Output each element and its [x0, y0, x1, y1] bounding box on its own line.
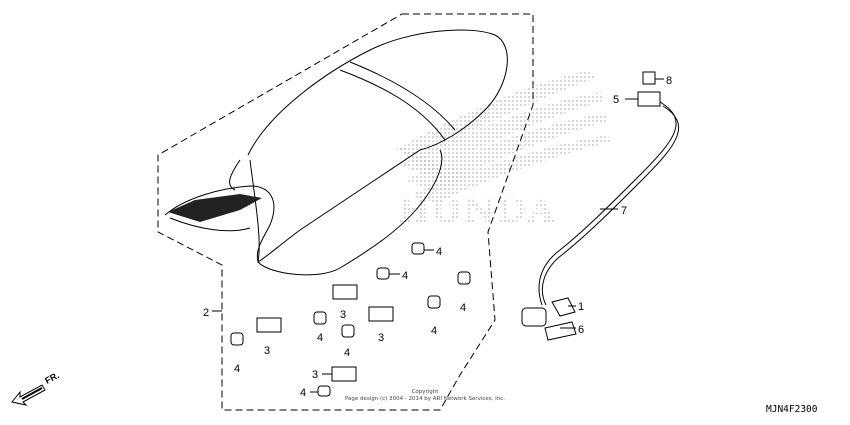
callout-3-a: 3	[340, 309, 346, 321]
callout-4-f: 4	[344, 347, 350, 359]
callout-3-b: 3	[264, 345, 270, 357]
honda-wing-watermark: HONDA	[395, 70, 610, 231]
front-direction-arrow: FR.	[11, 370, 61, 406]
callout-4-h: 4	[300, 387, 306, 399]
seat-lock-cable	[521, 71, 680, 341]
callout-3-d: 3	[312, 369, 318, 381]
front-label: FR.	[43, 370, 60, 386]
copyright-line-1: Copyright	[411, 389, 439, 395]
callout-8: 8	[666, 75, 672, 87]
callout-leaders	[212, 78, 664, 393]
callout-4-g: 4	[234, 363, 240, 375]
callout-5: 5	[613, 94, 619, 106]
callout-2: 2	[203, 307, 209, 319]
callout-4-d: 4	[431, 325, 437, 337]
callout-4-a: 4	[436, 246, 442, 258]
seat-group-boundary	[157, 13, 534, 411]
callout-4-c: 4	[460, 302, 466, 314]
callout-7: 7	[621, 205, 627, 217]
seat-rubbers	[230, 242, 471, 397]
copyright-line-2: Page design (c) 2004 - 2014 by ARI Netwo…	[344, 396, 506, 402]
callout-3-c: 3	[378, 332, 384, 344]
copyright-notice: Copyright Page design (c) 2004 - 2014 by…	[335, 389, 515, 403]
watermark-honda-text: HONDA	[398, 191, 557, 231]
callout-1: 1	[578, 301, 584, 313]
seat-assembly	[164, 29, 508, 276]
callout-4-b: 4	[402, 270, 408, 282]
diagram-reference-code: MJN4F2300	[766, 404, 818, 415]
callout-4-e: 4	[317, 332, 323, 344]
seat-clips	[256, 284, 394, 382]
callout-6: 6	[578, 324, 584, 336]
